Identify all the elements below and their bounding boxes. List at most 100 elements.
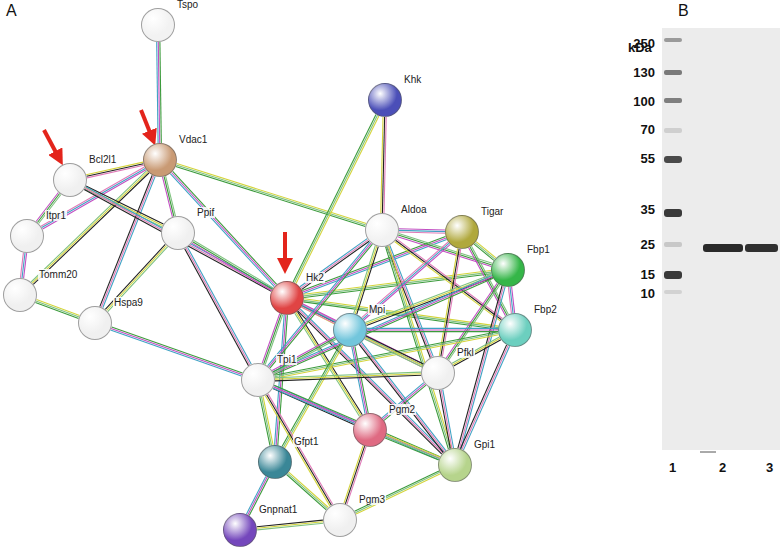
marker-size: 250 [633, 36, 655, 51]
interaction-edge [163, 176, 176, 217]
edge-strand [158, 42, 159, 143]
protein-node: Gfpt1 [258, 445, 292, 479]
edge-strand [383, 384, 425, 419]
interaction-edge [273, 275, 493, 374]
protein-label: Pgm3 [358, 494, 386, 505]
edge-strand [260, 397, 270, 446]
protein-label: Hk2 [305, 272, 325, 283]
protein-label: Khk [403, 74, 422, 85]
interaction-edge [352, 346, 368, 413]
edge-strand [367, 328, 498, 329]
edge-strand [36, 301, 79, 317]
edge-strand [84, 190, 271, 292]
protein-label: Hspa9 [113, 297, 144, 308]
edge-strand [274, 387, 440, 459]
protein-node: Aldoa [365, 213, 399, 247]
edge-strand [295, 115, 378, 283]
interaction-edge [367, 328, 498, 331]
edge-strand [112, 327, 243, 373]
edge-strand [458, 286, 502, 448]
edge-strand [399, 232, 445, 233]
interaction-edge [157, 42, 162, 143]
lane-number: 1 [669, 460, 676, 475]
protein-label: Pgm2 [388, 404, 416, 415]
edge-strand [355, 472, 439, 512]
edge-strand [462, 346, 508, 450]
protein-label: Gfpt1 [293, 436, 319, 447]
protein-label: Fbp2 [533, 304, 558, 315]
interaction-edge [111, 327, 243, 376]
protein-label: Pfkl [456, 347, 475, 358]
edge-strand [398, 237, 492, 267]
protein-node: Hspa9 [78, 306, 112, 340]
edge-strand [107, 246, 167, 311]
lane-mark [700, 452, 716, 453]
protein-band [703, 244, 743, 252]
edge-strand [386, 437, 440, 459]
edge-strand [177, 164, 367, 224]
edge-strand [385, 438, 439, 460]
edge-strand [446, 283, 497, 358]
edge-strand [454, 340, 501, 366]
edge-strand [289, 472, 329, 507]
red-arrow [141, 110, 153, 140]
edge-strand [399, 229, 445, 230]
edge-strand [365, 275, 491, 323]
interaction-edge [185, 247, 252, 366]
edge-strand [37, 299, 80, 315]
interaction-edge [274, 332, 498, 379]
protein-label: Tspo [176, 0, 199, 10]
interaction-edge [105, 244, 167, 311]
edge-strand [160, 42, 161, 143]
edge-strand [508, 287, 511, 313]
protein-node: Mpi [333, 313, 367, 347]
protein-node: Pfkl [421, 356, 455, 390]
edge-strand [356, 474, 440, 514]
edge-strand [275, 333, 499, 377]
interaction-edge [439, 249, 460, 357]
edge-strand [185, 249, 249, 366]
marker-size: 15 [641, 267, 655, 282]
protein-node: Bcl2l1 [53, 163, 87, 197]
marker-size: 10 [641, 286, 655, 301]
edge-strand [257, 520, 323, 527]
marker-size: 130 [633, 65, 655, 80]
edge-strand [86, 186, 163, 224]
protein-label: Gpi1 [473, 439, 496, 450]
edge-strand [441, 390, 452, 449]
edge-strand [111, 330, 242, 376]
marker-size: 25 [641, 237, 655, 252]
edge-strand [355, 346, 368, 413]
edge-strand [157, 42, 158, 143]
marker-size: 35 [641, 202, 655, 217]
interaction-edge [293, 115, 379, 284]
edge-strand [367, 329, 498, 330]
protein-node: Khk [368, 83, 402, 117]
edge-strand [275, 335, 499, 379]
protein-label: Tpi1 [276, 354, 297, 365]
edge-strand [353, 347, 366, 414]
edge-strand [20, 253, 23, 278]
edge-strand [476, 242, 496, 258]
protein-node: Fbp1 [491, 253, 525, 287]
edge-strand [355, 471, 439, 511]
interaction-edge [446, 283, 500, 360]
protein-node: Hk2 [270, 281, 304, 315]
interaction-edge [460, 345, 509, 450]
protein-node: Gnpnat1 [223, 513, 257, 547]
edge-strand [257, 523, 323, 530]
interaction-edge [20, 253, 26, 279]
panel-letter: B [678, 2, 689, 20]
protein-node: Itpr1 [10, 219, 44, 253]
blot-membrane [662, 28, 780, 450]
protein-label: Itpr1 [45, 210, 67, 221]
edge-strand [293, 115, 376, 283]
protein-node: Fbp2 [498, 313, 532, 347]
edge-strand [381, 117, 383, 213]
edge-strand [474, 244, 494, 260]
protein-label: Gnpnat1 [258, 504, 298, 515]
protein-label: Tigar [480, 206, 504, 217]
edge-strand [111, 329, 242, 375]
